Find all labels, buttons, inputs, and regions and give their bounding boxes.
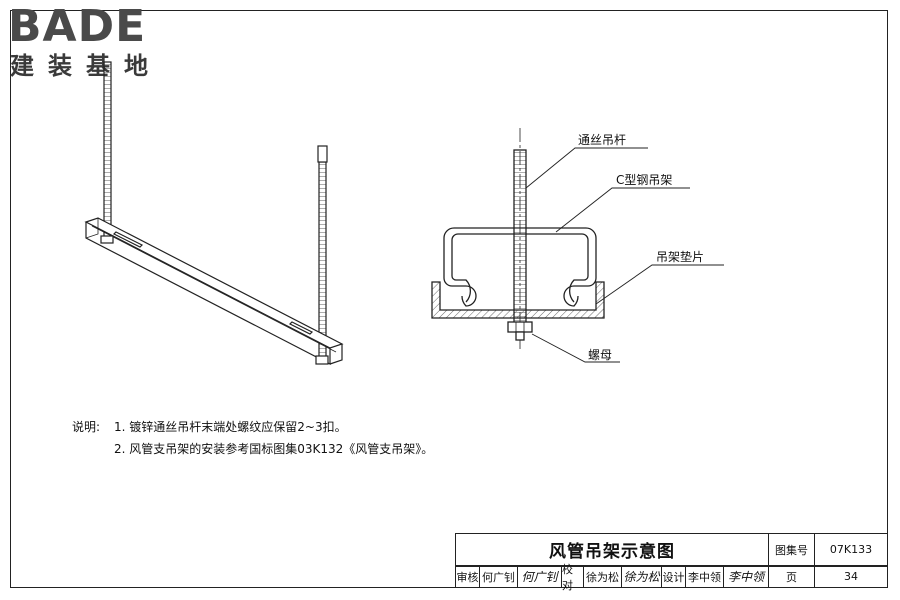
design-label: 设计: [662, 566, 686, 587]
signature-row: 审核 何广钊 何广钊 校对 徐为松 徐为松 设计 李中领 李中领 页 34: [456, 563, 889, 592]
checker-signature: 徐为松: [622, 566, 662, 587]
logo: BADE 建装基地: [8, 2, 178, 82]
review-label: 审核: [456, 566, 480, 587]
note-item-1: 1. 镀锌通丝吊杆末端处螺纹应保留2~3扣。: [114, 420, 347, 434]
label-pad: 吊架垫片: [656, 250, 705, 264]
label-nut: 螺母: [588, 348, 613, 362]
notes-header: 说明:: [72, 420, 101, 434]
isometric-hanger: [84, 61, 344, 365]
note-item-2: 2. 风管支吊架的安装参考国标图集03K132《风管支吊架》。: [114, 442, 434, 456]
drawing-title: 风管吊架示意图: [456, 534, 769, 566]
designer-signature: 李中领: [724, 566, 769, 587]
notes: 说明: 1. 镀锌通丝吊杆末端处螺纹应保留2~3扣。 2. 风管支吊架的安装参考国…: [72, 416, 433, 460]
c-channel-beam: [84, 217, 344, 365]
label-c-channel: C型钢吊架: [616, 173, 673, 187]
page-label: 页: [769, 566, 815, 587]
leader-lines: [525, 147, 724, 363]
atlas-label: 图集号: [769, 534, 815, 566]
drawing-frame: [10, 10, 888, 588]
right-threaded-rod: [317, 145, 328, 363]
reviewer-signature: 何广钊: [518, 566, 562, 587]
title-block: 风管吊架示意图 图集号 07K133 审核 何广钊 何广钊 校对 徐为松 徐为松…: [455, 533, 889, 592]
logo-subtitle: 建装基地: [10, 52, 162, 80]
cross-section: [431, 128, 605, 352]
section-nut: [507, 321, 533, 333]
checker-name: 徐为松: [584, 566, 622, 587]
left-threaded-rod: [103, 61, 112, 241]
designer-name: 李中领: [686, 566, 724, 587]
reviewer-name: 何广钊: [480, 566, 518, 587]
check-label: 校对: [562, 563, 584, 592]
label-threaded-rod: 通丝吊杆: [578, 133, 627, 147]
section-rod: [513, 149, 527, 331]
title-divider: [456, 566, 887, 567]
page-number: 34: [844, 570, 858, 583]
logo-word: BADE: [8, 1, 147, 52]
atlas-number: 07K133: [815, 534, 887, 566]
